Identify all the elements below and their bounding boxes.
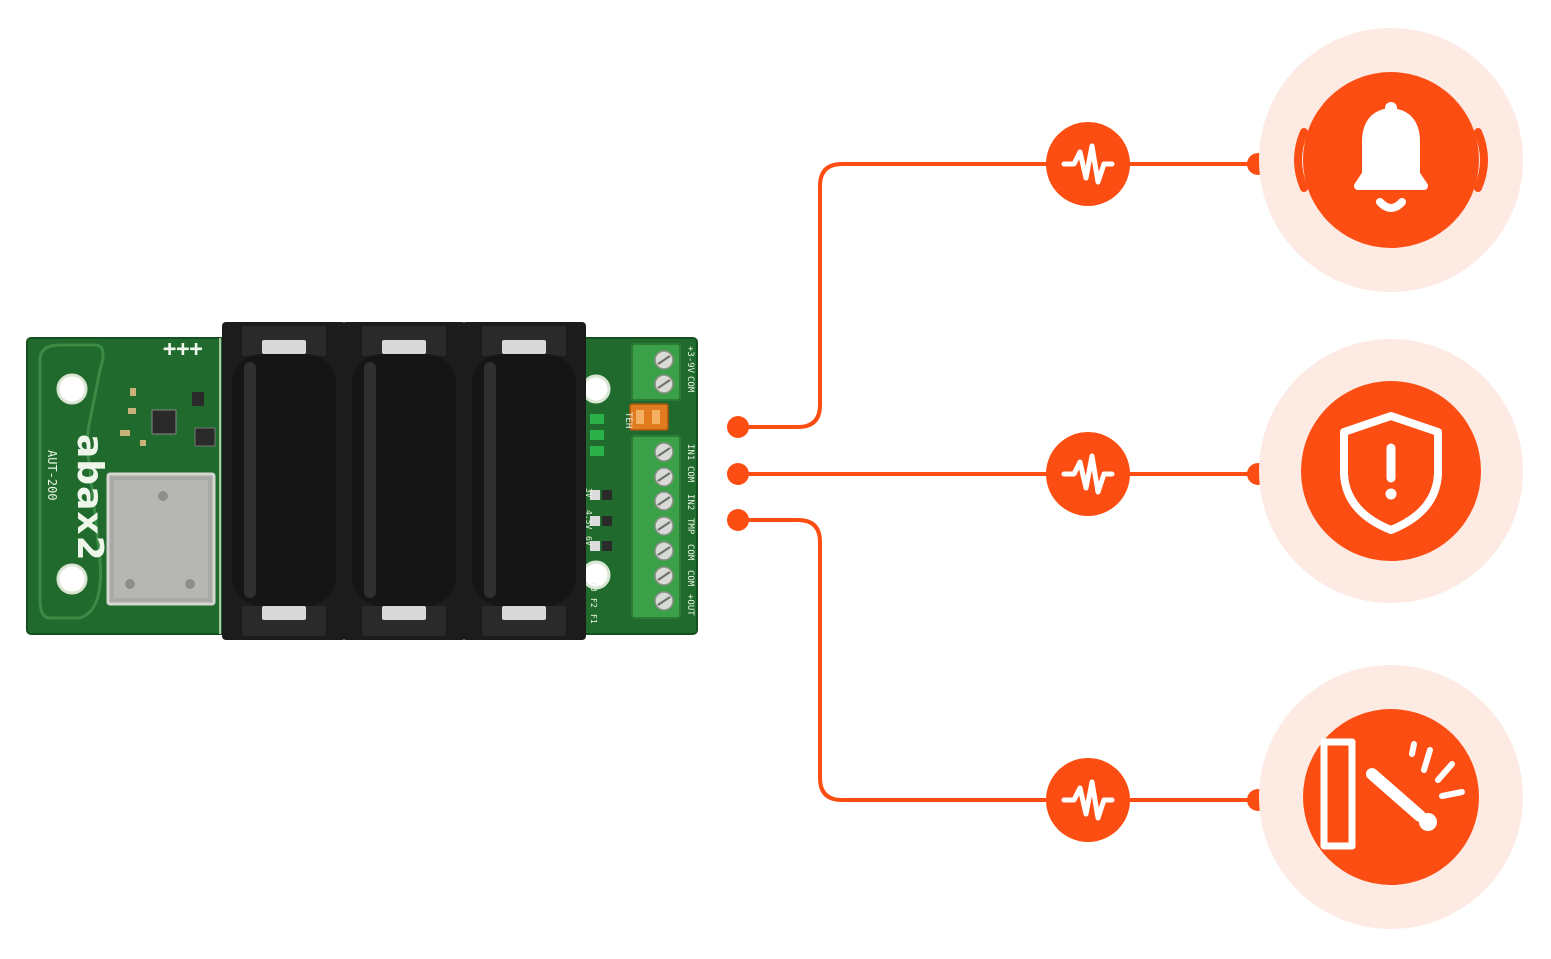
bell-alarm-icon — [1354, 102, 1428, 212]
mount-hole — [581, 374, 611, 404]
pulse-icon — [1061, 143, 1115, 185]
wire-terminal-dot — [727, 509, 749, 531]
terminal-label: IN1 — [685, 444, 695, 460]
shield-alert-icon — [1340, 412, 1442, 534]
battery-cell — [222, 322, 346, 640]
brand-label: abax2 — [69, 434, 110, 562]
battery-pack — [222, 322, 586, 640]
fuse-label: F1 — [589, 614, 598, 624]
pulse-badge — [1046, 122, 1130, 206]
voltage-label: 6V — [584, 536, 593, 546]
terminal-area: +3-9V COM IN1 COM IN2 TMP COM COM +OUT T… — [584, 343, 695, 624]
shield-alert-output — [1259, 339, 1523, 603]
wire-top — [736, 162, 1260, 429]
battery-cell — [462, 322, 586, 640]
fuse-label: F3 — [589, 582, 598, 592]
terminal-label: COM — [685, 376, 695, 393]
battery-cell — [342, 322, 466, 640]
chip — [194, 427, 216, 447]
connection-lines — [736, 162, 1260, 802]
sound-waves-icon — [1294, 128, 1488, 192]
terminal-label: IN2 — [685, 494, 695, 510]
tamper-output — [1259, 665, 1523, 929]
pulse-badge — [1046, 432, 1130, 516]
tamper-icon — [1320, 738, 1465, 850]
terminal-label: COM — [685, 544, 695, 561]
wire-terminal-dot — [727, 463, 749, 485]
mount-hole — [56, 373, 88, 405]
dip-switch — [629, 403, 669, 431]
model-label: AUT-200 — [45, 450, 59, 501]
voltage-label: 4.5V — [584, 510, 593, 529]
terminal-label: COM — [685, 466, 695, 483]
chip — [151, 409, 177, 435]
terminal-label: +3-9V — [685, 346, 695, 374]
wire-bottom — [736, 518, 1260, 802]
mount-hole — [56, 563, 88, 595]
pulse-icon — [1061, 453, 1115, 495]
pulse-badge — [1046, 758, 1130, 842]
voltage-label: 3V — [584, 488, 593, 498]
terminal-label: COM — [685, 570, 695, 587]
switch-label: TEH — [623, 412, 633, 428]
terminal-label: +OUT — [685, 594, 695, 616]
fuse-label: F2 — [589, 598, 598, 608]
polarity-marks: +++ — [163, 337, 203, 362]
bell-alarm-output — [1259, 28, 1523, 292]
terminal-label: TMP — [685, 518, 695, 535]
wire-terminal-dot — [727, 416, 749, 438]
pulse-icon — [1061, 779, 1115, 821]
terminal-block-power — [631, 343, 681, 401]
